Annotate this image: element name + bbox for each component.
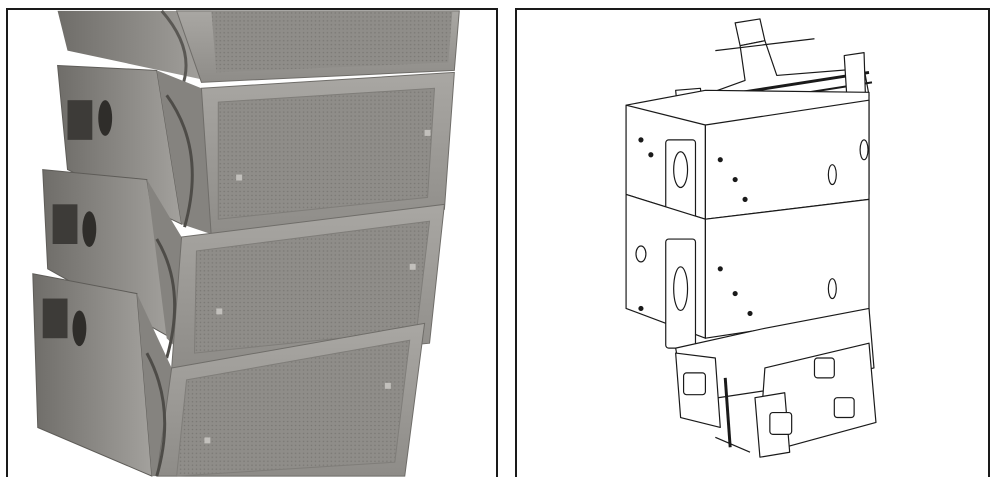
upper-cabinet [625, 89, 870, 225]
speaker-cabinet-4 [32, 273, 426, 477]
photo-panel [6, 8, 498, 477]
middle-cabinet [625, 193, 870, 349]
speaker-cabinet-2 [57, 64, 455, 238]
speaker-array-line-drawing [625, 18, 877, 458]
speaker-cabinet-3 [42, 169, 445, 369]
speaker-stack-photo [32, 10, 460, 477]
speaker-cabinet-top [57, 10, 460, 89]
lower-cabinets [675, 307, 877, 458]
drawing-panel [515, 8, 990, 477]
